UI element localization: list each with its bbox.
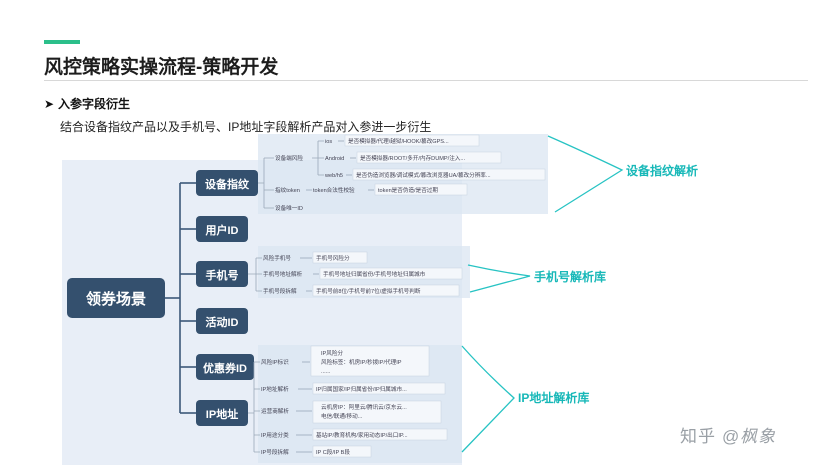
device-subtree-lines [258,157,274,209]
phone-location-label: 手机号地址解析 [263,270,303,278]
device-web-label: web/h5 [324,173,343,179]
bullet-arrow-icon: ➤ [44,97,55,111]
ip-risk-label: 风险IP标识 [261,358,289,366]
ip-risk-score: IP风险分 [321,349,343,357]
device-risk-label: 设备端风险 [275,154,303,162]
device-ios-detail: 是否模拟器/代理/越狱/HOOK/篡改GPS... [348,137,449,145]
branch-user-id: 用户ID [196,216,248,242]
device-callout-label: 设备指纹解析 [626,163,698,178]
ip-location-detail: IP归属国家/IP归属省份/IP归属城市... [316,385,407,393]
ip-isp-cloud: 云机房IP：阿里云/腾讯云/京东云... [321,403,407,411]
root-label: 领券场景 [85,290,146,308]
phone-risk-detail: 手机号风险分 [316,254,350,262]
ip-isp-telecom: 电信/联通/移动... [321,412,363,420]
device-token-label: 指纹token [275,186,300,194]
branch-label: 用户ID [206,223,239,237]
ip-subtree-lines [248,361,260,453]
ip-risk-tags: 风险标签：机房IP/秒拨IP/代理IP [321,358,402,366]
device-web-box [352,168,546,181]
watermark-author: @枫象 [721,427,776,446]
title-divider [44,80,808,81]
root-node: 领券场景 [67,278,165,318]
phone-segment-label: 手机号段拆解 [263,287,297,295]
bullet-text: 入参字段衍生 [58,97,131,111]
phone-risk-label: 风险手机号 [263,254,291,262]
phone-risk-box [312,251,368,264]
ip-location-box [312,382,446,395]
device-os-lines [312,140,324,176]
ip-usage-detail: 基站IP/教育机构/家用动态IP/出口IP... [316,431,408,439]
ip-segment-detail: IP C段/IP B段 [316,448,350,456]
ip-risk-more: ...... [321,369,331,375]
device-token-detail: token是否伪造/是否过期 [378,186,438,194]
branch-label: IP地址 [206,407,238,421]
device-token-check: token合法性校验 [313,186,355,194]
ip-callout-label: IP地址解析库 [518,390,589,405]
branch-ip-address: IP地址 [196,400,248,426]
phone-segment-box [312,284,460,297]
watermark-platform: 知乎 [680,427,716,446]
device-token-box [374,183,468,196]
ip-usage-box [312,428,448,441]
branch-label: 优惠券ID [203,361,247,375]
section-description: 结合设备指纹产品以及手机号、IP地址字段解析产品对入参进一步衍生 [60,120,432,134]
branch-device-fingerprint: 设备指纹 [196,170,258,196]
watermark: 知乎 @枫象 [680,422,776,447]
branch-label: 手机号 [206,268,239,282]
ip-segment-label: IP号段拆解 [261,448,289,456]
device-android-label: Android [325,156,344,162]
branch-activity-id: 活动ID [196,308,248,334]
device-unique-id-label: 设备唯一ID [275,204,303,212]
ip-isp-box [312,400,442,424]
phone-callout-bracket [467,264,531,293]
phone-segment-detail: 手机号前8位/手机号前7位/虚拟手机号判断 [316,287,421,295]
phone-subtree-lines [248,257,262,292]
device-ios-box [344,134,480,147]
ip-location-label: IP地址解析 [261,385,289,393]
device-callout-bracket [547,135,624,213]
section-bullet: ➤入参字段衍生 [44,95,130,112]
ip-risk-box [310,345,430,377]
branch-label: 活动ID [206,315,239,329]
page-title: 风控策略实操流程-策略开发 [44,57,279,78]
device-android-detail: 是否模拟器/ROOT/多开/内存DUMP/注入... [360,154,465,162]
phone-callout-label: 手机号解析库 [534,269,606,284]
branch-coupon-id: 优惠券ID [196,354,254,380]
ip-segment-box [312,445,372,458]
ip-usage-label: IP用途分类 [261,431,289,439]
device-android-box [356,151,502,164]
branch-label: 设备指纹 [205,177,250,191]
device-web-detail: 是否伪造浏览器/调试模式/篡改浏览器UA/篡改分辨率... [356,171,491,179]
ip-callout-bracket [461,345,515,453]
phone-location-box [319,267,463,280]
phone-location-detail: 手机号地址归属省份/手机号地址归属城市 [323,270,426,278]
title-accent-bar [44,40,80,44]
ip-isp-label: 运营商解析 [261,407,289,415]
device-ios-label: ios [325,139,332,145]
branch-phone: 手机号 [196,261,248,287]
